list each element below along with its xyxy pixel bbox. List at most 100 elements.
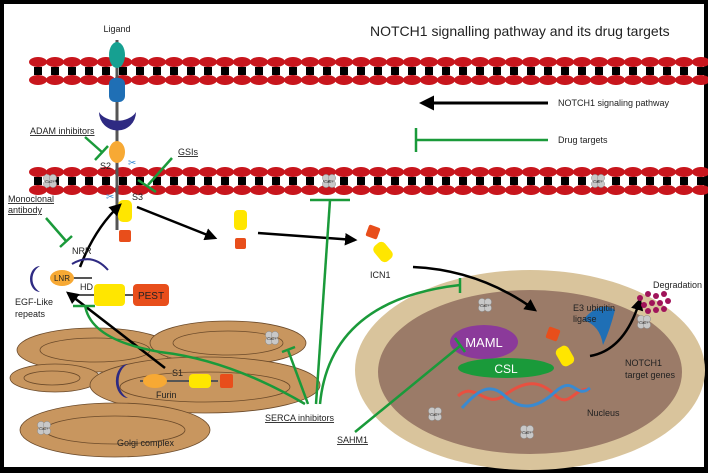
lipid-tail (442, 177, 450, 185)
svg-text:Ca2+: Ca2+ (430, 412, 440, 417)
lipid-head (352, 185, 370, 195)
lipid-tail (357, 177, 365, 185)
lipid-head (182, 167, 200, 177)
monoclonal-label-1[interactable]: Monoclonal (8, 194, 54, 204)
lipid-head (46, 57, 64, 67)
lipid-head (675, 75, 693, 85)
lipid-head (97, 185, 115, 195)
lipid-head (233, 57, 251, 67)
lipid-head (505, 167, 523, 177)
lipid-head (437, 185, 455, 195)
monoclonal-label-2[interactable]: antibody (8, 205, 43, 215)
gsis-label[interactable]: GSIs (178, 147, 199, 157)
svg-text:Ca2+: Ca2+ (39, 426, 49, 431)
fragment-dot (641, 302, 647, 308)
lipid-head (63, 167, 81, 177)
lipid-tail (442, 67, 450, 75)
lipid-head (216, 167, 234, 177)
lipid-head (199, 167, 217, 177)
lipid-head (335, 185, 353, 195)
lipid-tail (204, 67, 212, 75)
lipid-tail (544, 177, 552, 185)
pest-golgi (220, 374, 233, 388)
lipid-tail (493, 67, 501, 75)
lipid-tail (646, 67, 654, 75)
lipid-tail (34, 177, 42, 185)
lipid-head (80, 75, 98, 85)
lipid-head (505, 75, 523, 85)
lipid-tail (697, 177, 705, 185)
lipid-head (403, 57, 421, 67)
svg-text:Ca2+: Ca2+ (267, 336, 277, 341)
lipid-head (80, 57, 98, 67)
golgi-label: Golgi complex (117, 438, 175, 448)
lipid-tail (255, 67, 263, 75)
lipid-head (437, 75, 455, 85)
lipid-tail (561, 177, 569, 185)
lipid-tail (238, 67, 246, 75)
icn1-nuclear-yellow (555, 345, 575, 367)
lipid-head (250, 57, 268, 67)
calcium-channel-icon: Ca2+ (520, 425, 534, 439)
lipid-tail (238, 177, 246, 185)
icn1-yellow (373, 241, 393, 263)
lipid-head (641, 185, 659, 195)
lipid-head (624, 75, 642, 85)
e3-label-2: ligase (573, 314, 597, 324)
scissors-icon: ✂ (106, 192, 114, 203)
calcium-channel-icon: Ca2+ (637, 315, 651, 329)
lipid-tail (425, 177, 433, 185)
fragment-dot (653, 307, 659, 313)
s2-label: S2 (100, 161, 111, 171)
lipid-head (590, 75, 608, 85)
lipid-head (505, 57, 523, 67)
lipid-tail (680, 67, 688, 75)
legend-drug-label: Drug targets (558, 135, 608, 145)
serca-inhibitors-label[interactable]: SERCA inhibitors (265, 413, 335, 423)
lipid-tail (629, 67, 637, 75)
lnr-shape (50, 270, 74, 286)
lipid-tail (170, 177, 178, 185)
lipid-tail (187, 67, 195, 75)
lipid-head (471, 167, 489, 177)
sahm1-label[interactable]: SAHM1 (337, 435, 368, 445)
lipid-head (284, 75, 302, 85)
lipid-head (46, 167, 64, 177)
lipid-head (29, 57, 47, 67)
lipid-tail (510, 177, 518, 185)
lipid-head (148, 185, 166, 195)
lipid-head (454, 185, 472, 195)
lipid-head (471, 185, 489, 195)
lipid-tail (459, 177, 467, 185)
lipid-tail (391, 67, 399, 75)
calcium-channel-icon: Ca2+ (43, 174, 57, 188)
adam-inhibitors-label[interactable]: ADAM inhibitors (30, 126, 95, 136)
icd-domain (118, 200, 132, 222)
nrr-label: NRR (72, 246, 92, 256)
calcium-channel-icon: Ca2+ (428, 407, 442, 421)
lipid-head (641, 75, 659, 85)
svg-text:Ca2+: Ca2+ (593, 179, 603, 184)
lipid-head (335, 57, 353, 67)
lipid-head (233, 185, 251, 195)
lipid-head (658, 75, 676, 85)
lipid-head (80, 167, 98, 177)
lipid-head (573, 185, 591, 195)
lipid-tail (153, 177, 161, 185)
lipid-tail (272, 177, 280, 185)
lipid-head (522, 185, 540, 195)
lipid-head (216, 75, 234, 85)
lipid-head (63, 185, 81, 195)
lipid-head (403, 185, 421, 195)
lipid-tail (612, 177, 620, 185)
lipid-head (675, 167, 693, 177)
maml-label: MAML (465, 335, 503, 350)
lipid-tail (340, 67, 348, 75)
lipid-head (182, 75, 200, 85)
lipid-head (556, 167, 574, 177)
lipid-tail (68, 177, 76, 185)
target-genes-label-1: NOTCH1 (625, 358, 662, 368)
lipid-tail (272, 67, 280, 75)
fragment-dot (645, 308, 651, 314)
